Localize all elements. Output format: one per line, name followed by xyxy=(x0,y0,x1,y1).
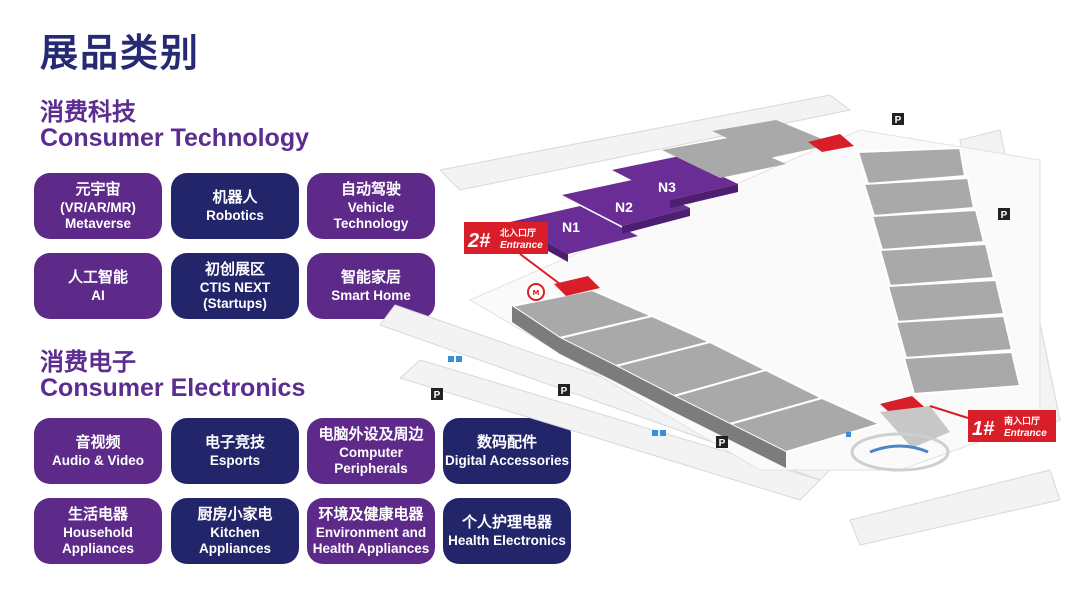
north-entrance-building xyxy=(554,276,600,296)
category-en: (VR/AR/MR) Metaverse xyxy=(60,200,136,231)
category-cn: 机器人 xyxy=(212,187,258,206)
svg-text:P: P xyxy=(1001,210,1008,221)
category-en: Environment and Health Appliances xyxy=(312,525,430,556)
section-title-en-electronics: Consumer Electronics xyxy=(40,374,306,402)
category-cn: 电子竞技 xyxy=(204,432,265,451)
entrance-1-flag: 1# 南入口厅 Entrance xyxy=(929,405,1056,442)
category-audio-video: 音视频 Audio & Video xyxy=(34,418,162,484)
category-ai: 人工智能 AI xyxy=(34,253,162,319)
category-en: Computer Peripherals xyxy=(334,445,408,476)
parking-icon xyxy=(558,384,570,396)
svg-text:P: P xyxy=(719,438,726,449)
category-smart-home: 智能家居 Smart Home xyxy=(307,253,435,319)
east-halls xyxy=(856,146,1022,396)
hall-label-n1: N1 xyxy=(562,219,580,235)
svg-text:P: P xyxy=(895,115,902,126)
category-cn: 个人护理电器 xyxy=(461,512,552,531)
category-cn: 数码配件 xyxy=(476,432,537,451)
hall-n5 xyxy=(712,120,834,158)
category-cn: 元宇宙 xyxy=(75,179,121,198)
category-metaverse: 元宇宙 (VR/AR/MR) Metaverse xyxy=(34,173,162,239)
category-en: Robotics xyxy=(206,207,264,223)
category-en: Health Electronics xyxy=(448,532,566,548)
svg-text:P: P xyxy=(561,386,568,397)
category-vehicle-technology: 自动驾驶 Vehicle Technology xyxy=(307,173,435,239)
category-cn: 环境及健康电器 xyxy=(318,504,424,523)
category-en: CTIS NEXT (Startups) xyxy=(199,280,271,311)
category-en: AI xyxy=(91,287,105,303)
category-cn: 电脑外设及周边 xyxy=(318,424,424,443)
category-en: Household Appliances xyxy=(61,525,135,556)
parking-icons: P P P P P xyxy=(431,113,1010,449)
hall-n1 xyxy=(510,206,638,254)
category-cn: 初创展区 xyxy=(204,259,265,278)
category-health-electronics: 个人护理电器 Health Electronics xyxy=(443,498,571,564)
category-en: Esports xyxy=(209,452,261,468)
south-halls-front xyxy=(512,306,786,468)
category-household-appliances: 生活电器 Household Appliances xyxy=(34,498,162,564)
hall-label-n3: N3 xyxy=(658,179,676,195)
entrance-2-flag: 2# 北入口厅 Entrance xyxy=(464,222,561,285)
metro-icon xyxy=(527,283,545,301)
parking-icon xyxy=(431,388,443,400)
parking-icon xyxy=(998,208,1010,220)
entrance-1-number: 1# xyxy=(972,418,995,440)
section-title-cn-electronics: 消费电子 xyxy=(40,348,136,376)
page-title: 展品类别 xyxy=(40,31,201,75)
category-startups: 初创展区 CTIS NEXT (Startups) xyxy=(171,253,299,319)
category-cn: 生活电器 xyxy=(67,504,128,523)
entrance-1-en: Entrance xyxy=(1004,428,1047,439)
category-digital-accessories: 数码配件 Digital Accessories xyxy=(443,418,571,484)
category-cn: 音视频 xyxy=(75,432,121,451)
category-cn: 智能家居 xyxy=(340,267,401,286)
parking-icon xyxy=(716,436,728,448)
category-esports: 电子竞技 Esports xyxy=(171,418,299,484)
category-en: Smart Home xyxy=(331,287,411,303)
category-robotics: 机器人 Robotics xyxy=(171,173,299,239)
category-en: Digital Accessories xyxy=(444,452,570,468)
category-environment-health: 环境及健康电器 Environment and Health Appliance… xyxy=(307,498,435,564)
entrance-2-number: 2# xyxy=(467,230,491,252)
parking-icon xyxy=(892,113,904,125)
category-cn: 厨房小家电 xyxy=(197,504,273,523)
transit-markers xyxy=(448,356,851,437)
svg-text:M: M xyxy=(533,289,540,297)
hall-n4 xyxy=(662,138,786,178)
roundabout xyxy=(850,432,950,472)
hall-n2 xyxy=(562,180,690,226)
category-computer-peripherals: 电脑外设及周边 Computer Peripherals xyxy=(307,418,435,484)
hall-n3 xyxy=(612,156,738,200)
entrance-2-cn: 北入口厅 xyxy=(500,227,536,239)
svg-text:P: P xyxy=(434,390,441,401)
category-cn: 自动驾驶 xyxy=(340,179,401,198)
category-en: Vehicle Technology xyxy=(333,200,409,231)
hall-label-n2: N2 xyxy=(615,199,633,215)
category-cn: 人工智能 xyxy=(67,267,128,286)
category-kitchen-appliances: 厨房小家电 Kitchen Appliances xyxy=(171,498,299,564)
entrance-1-cn: 南入口厅 xyxy=(1004,415,1040,427)
entrance-2-en: Entrance xyxy=(500,240,543,251)
category-en: Audio & Video xyxy=(51,452,144,468)
section-title-cn-technology: 消费科技 xyxy=(40,98,136,126)
category-en: Kitchen Appliances xyxy=(198,525,272,556)
section-title-en-technology: Consumer Technology xyxy=(40,124,310,152)
north-gate xyxy=(808,134,854,152)
